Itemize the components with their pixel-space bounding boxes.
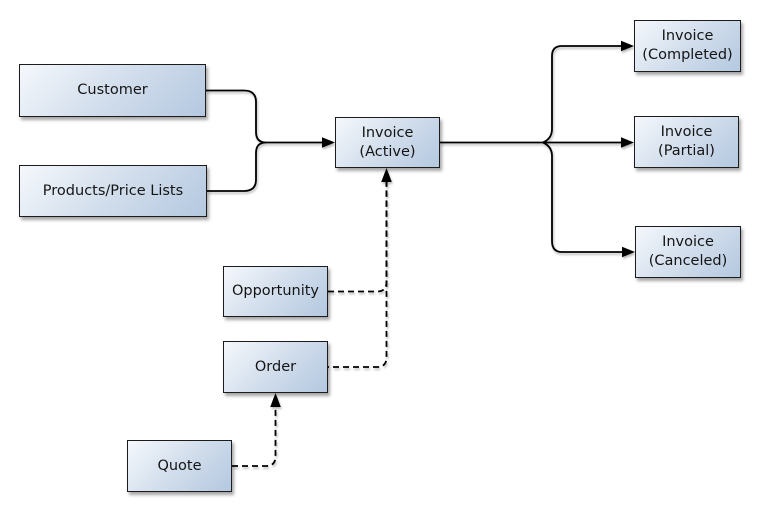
arrowhead-into-invoice-active [322, 137, 335, 148]
connector-order-to-invoice-active [328, 182, 388, 368]
node-customer: Customer [19, 64, 206, 117]
node-invoice-active-sublabel: (Active) [359, 143, 416, 160]
arrowhead-up-into-invoice-active [381, 168, 392, 182]
node-invoice-active: Invoice (Active) [335, 117, 440, 168]
node-order: Order [223, 341, 328, 393]
arrowhead-into-invoice-completed [621, 40, 634, 52]
node-invoice-canceled-label: Invoice [662, 234, 714, 251]
node-invoice-completed-label: Invoice [661, 28, 714, 45]
node-opportunity: Opportunity [223, 266, 328, 317]
arrowhead-into-invoice-partial [621, 137, 634, 148]
arrowhead-into-invoice-canceled [622, 246, 635, 258]
node-invoice-canceled: Invoice (Canceled) [635, 226, 741, 278]
node-invoice-canceled-sublabel: (Canceled) [648, 253, 728, 269]
connector-active-to-completed [542, 45, 621, 144]
node-invoice-completed: Invoice (Completed) [634, 20, 741, 72]
node-products-label: Products/Price Lists [42, 182, 184, 199]
arrowhead-up-into-order [270, 393, 281, 407]
node-quote: Quote [127, 440, 232, 492]
node-invoice-partial: Invoice (Partial) [634, 116, 739, 168]
node-products-price-lists: Products/Price Lists [19, 165, 207, 217]
connector-opportunity-to-invoice-active [328, 182, 388, 293]
connector-customer-to-invoice-active [206, 89, 267, 144]
node-invoice-active-label: Invoice [361, 124, 414, 141]
node-order-label: Order [254, 358, 297, 375]
connector-quote-to-order [232, 407, 277, 467]
node-invoice-partial-label: Invoice [660, 124, 713, 141]
node-invoice-partial-sublabel: (Partial) [658, 143, 715, 159]
connector-active-to-canceled [542, 141, 622, 253]
node-opportunity-label: Opportunity [231, 283, 319, 300]
node-quote-label: Quote [157, 457, 202, 474]
connector-products-to-invoice-active [207, 141, 267, 192]
node-invoice-completed-sublabel: (Completed) [642, 47, 733, 63]
node-customer-label: Customer [77, 82, 148, 99]
